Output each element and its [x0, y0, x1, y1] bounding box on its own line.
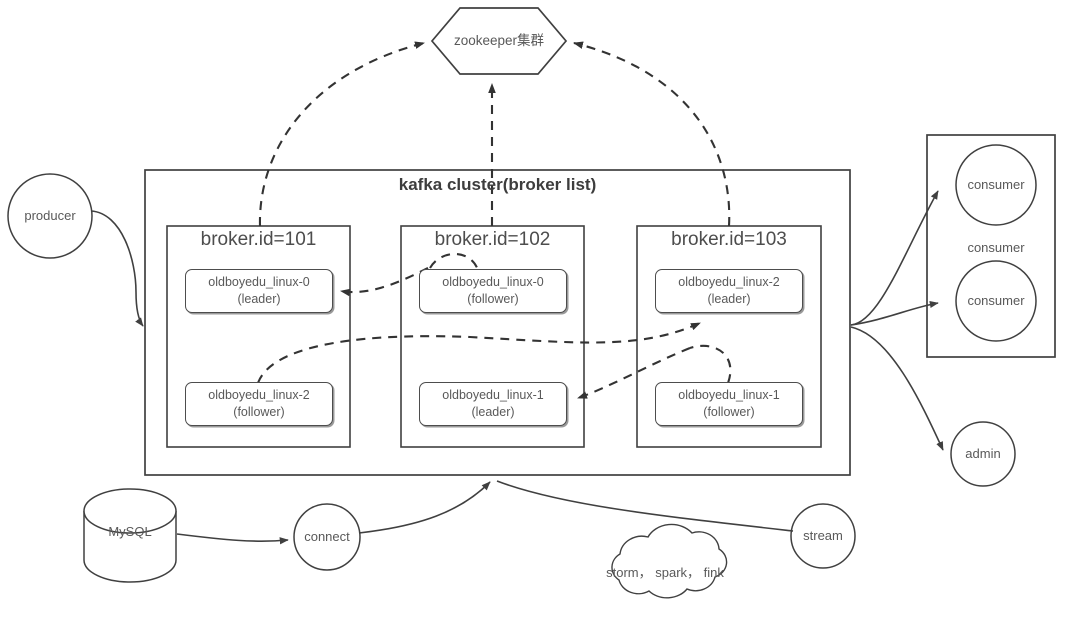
partition-role: (follower)	[233, 405, 285, 419]
partition-role: (leader)	[707, 292, 751, 306]
edge-replica-linux0-102-to-101-tail	[340, 267, 429, 297]
edge-cluster-to-admin	[850, 326, 944, 451]
cloud-shape	[611, 523, 728, 599]
partition-role: (follower)	[703, 405, 755, 419]
edge-cluster-to-consumer-1	[850, 190, 939, 326]
consumer-circle-1	[955, 144, 1037, 226]
partition-102-0: oldboyedu_linux-0 (follower)	[419, 269, 567, 313]
edge-replica-linux1-103-to-102	[689, 344, 732, 384]
edge-replica-linux2-101-to-103	[257, 322, 701, 384]
producer-circle	[7, 173, 93, 259]
partition-role: (follower)	[467, 292, 519, 306]
zookeeper-hexagon	[430, 7, 568, 75]
partition-name: oldboyedu_linux-0	[442, 275, 544, 290]
mysql-cylinder	[83, 488, 177, 583]
partition-102-1: oldboyedu_linux-1 (leader)	[419, 382, 567, 426]
stream-circle	[790, 503, 856, 569]
page-title: kafka cluster(broker list)	[398, 175, 597, 194]
partition-name: oldboyedu_linux-1	[678, 388, 780, 403]
edge-producer-to-cluster	[90, 210, 144, 327]
edge-connect-to-cluster	[358, 481, 491, 534]
partition-101-0: oldboyedu_linux-0 (leader)	[185, 269, 333, 313]
partition-name: oldboyedu_linux-0	[208, 275, 310, 290]
edge-replica-linux0-102-to-101	[429, 253, 479, 271]
partition-role: (leader)	[471, 405, 515, 419]
partition-role: (leader)	[237, 292, 281, 306]
partition-name: oldboyedu_linux-2	[678, 275, 780, 290]
edge-mysql-to-connect	[176, 533, 289, 545]
admin-circle	[950, 421, 1016, 487]
partition-101-1: oldboyedu_linux-2 (follower)	[185, 382, 333, 426]
edge-stream-to-cluster	[496, 480, 794, 532]
partition-103-1: oldboyedu_linux-1 (follower)	[655, 382, 803, 426]
edge-broker101-to-zookeeper	[258, 41, 425, 227]
consumer-circle-2	[955, 260, 1037, 342]
edge-cluster-to-consumer-2	[850, 300, 939, 326]
partition-name: oldboyedu_linux-1	[442, 388, 544, 403]
partition-103-0: oldboyedu_linux-2 (leader)	[655, 269, 803, 313]
broker-title-103: broker.id=103	[671, 229, 787, 250]
connect-circle	[293, 503, 361, 571]
partition-name: oldboyedu_linux-2	[208, 388, 310, 403]
broker-title-102: broker.id=102	[434, 229, 551, 250]
edge-broker103-to-zookeeper	[573, 41, 731, 227]
edge-replica-linux1-103-to-102-tail	[577, 347, 691, 399]
broker-title-101: broker.id=101	[200, 229, 317, 250]
